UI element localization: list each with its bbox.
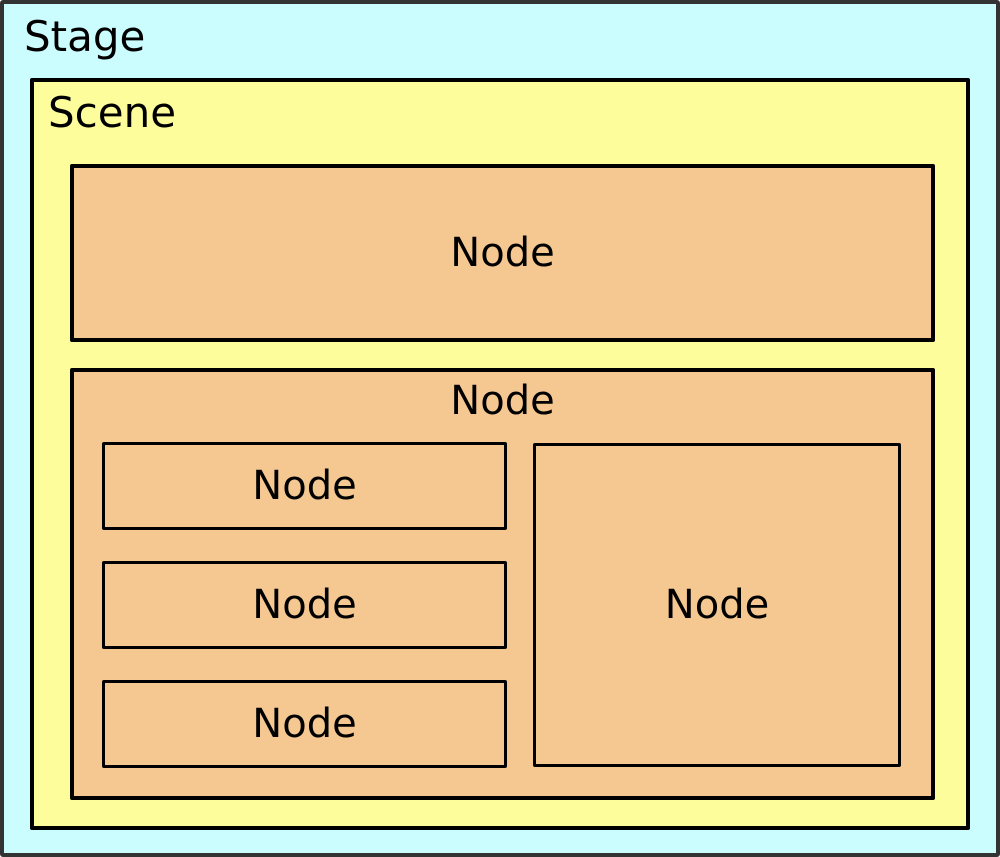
stage-label: Stage <box>24 12 146 61</box>
node-label: Node <box>252 582 357 628</box>
scene-box: Scene Node Node Node Node Node Node <box>30 78 970 830</box>
node-label: Node <box>252 701 357 747</box>
node-label: Node <box>450 230 555 276</box>
node-box-right: Node <box>533 443 901 767</box>
node-box-top: Node <box>70 164 935 342</box>
node-box-child: Node <box>102 561 507 649</box>
node-label: Node <box>664 582 770 628</box>
scene-label: Scene <box>48 88 177 137</box>
node-label: Node <box>252 463 357 509</box>
node-box-parent: Node Node Node Node Node <box>70 368 935 800</box>
node-box-child: Node <box>102 442 507 530</box>
node-box-child: Node <box>102 680 507 768</box>
node-label: Node <box>450 378 555 424</box>
